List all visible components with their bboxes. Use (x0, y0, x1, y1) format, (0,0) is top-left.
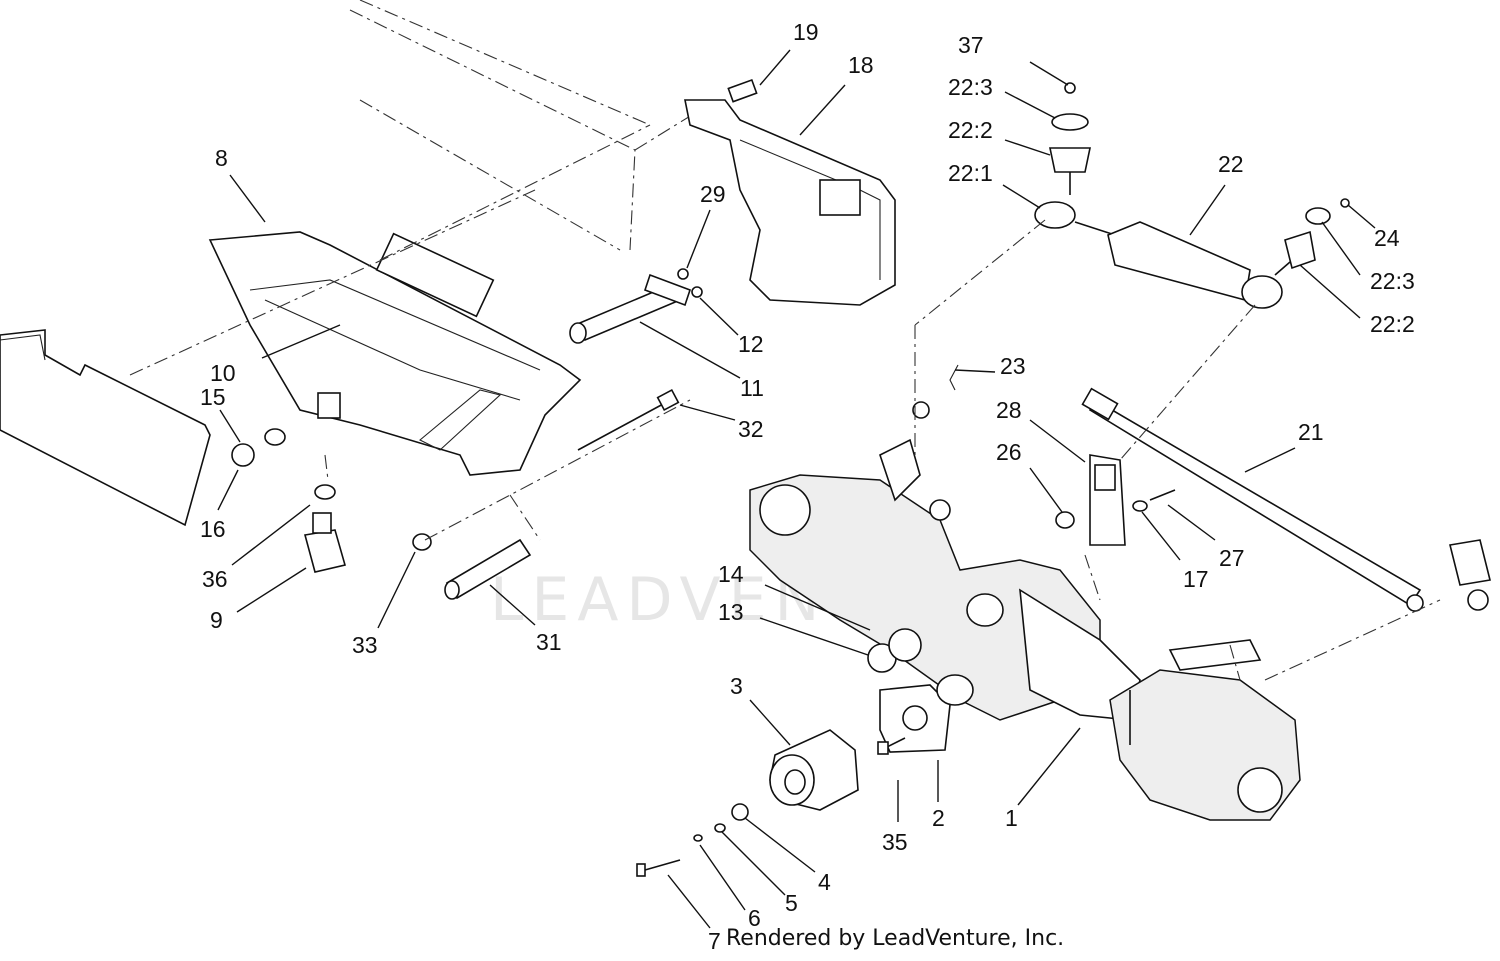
callout-8: 8 (215, 145, 228, 171)
callout-10: 10 (210, 360, 236, 386)
callout-6: 6 (748, 905, 761, 931)
seal-part-14 (888, 628, 922, 662)
footer-credit: Rendered by LeadVenture, Inc. (708, 926, 1064, 951)
callout-22-3-right: 22:3 (1370, 268, 1415, 294)
seal-part-2b (936, 674, 974, 706)
callout-22-2-right: 22:2 (1370, 311, 1415, 337)
bolt-part-7 (636, 859, 681, 877)
callout-18: 18 (848, 52, 874, 78)
bolt-part-27 (1149, 489, 1176, 501)
bolt-part-35 (877, 737, 906, 755)
frame-part-8 (208, 231, 582, 476)
callout-37: 37 (958, 32, 984, 58)
callout-9: 9 (210, 607, 223, 633)
spacer-part-9 (303, 512, 347, 573)
callout-16: 16 (200, 516, 226, 542)
bracket-part-18 (684, 99, 896, 306)
washer-part-36 (314, 484, 336, 500)
callout-21: 21 (1298, 419, 1324, 445)
footer-text: Rendered by LeadVenture, Inc. (726, 926, 1065, 951)
callout-29: 29 (700, 181, 726, 207)
callout-22-3-top: 22:3 (948, 74, 993, 100)
tie-rod-part-21 (1081, 387, 1491, 612)
callout-12: 12 (738, 331, 764, 357)
fitting-part-29 (677, 268, 689, 280)
callout-35: 35 (882, 829, 908, 855)
callout-36: 36 (202, 566, 228, 592)
callout-15: 15 (200, 384, 226, 410)
callout-22-2-top: 22:2 (948, 117, 993, 143)
callout-28: 28 (996, 397, 1022, 423)
nut-part-33 (412, 533, 432, 551)
callout-17: 17 (1183, 566, 1209, 592)
callout-26: 26 (996, 439, 1022, 465)
callout-33: 33 (352, 632, 378, 658)
assembly-dashed-lines (129, 124, 1441, 681)
sleeve-part-31 (444, 538, 532, 600)
callout-13: 13 (718, 599, 744, 625)
callout-7: 7 (708, 928, 721, 954)
bolt-part-12 (691, 286, 703, 298)
upper-panel-part (349, 0, 701, 251)
washer-part-5 (714, 823, 726, 833)
callout-14: 14 (718, 561, 744, 587)
washer-part-15 (264, 428, 286, 446)
callout-27: 27 (1219, 545, 1245, 571)
block-part-2 (879, 684, 951, 753)
nut-part-26 (1055, 511, 1075, 529)
callout-11: 11 (740, 375, 764, 401)
callout-22-1: 22:1 (948, 160, 993, 186)
callout-24: 24 (1374, 225, 1400, 251)
callout-3: 3 (730, 673, 743, 699)
nut-part-16 (231, 443, 255, 467)
axle-assembly-part-1 (749, 438, 1301, 821)
leader-lines (217, 49, 1376, 929)
roller-part-3 (769, 729, 859, 811)
shaft-part-11 (569, 273, 692, 344)
callout-4: 4 (818, 869, 831, 895)
bracket-part-28 (1089, 454, 1126, 546)
pin-part-23 (912, 364, 959, 419)
callout-19: 19 (793, 19, 819, 45)
callout-31: 31 (536, 629, 562, 655)
callout-1: 1 (1005, 805, 1018, 831)
callout-22: 22 (1218, 151, 1244, 177)
spacer-part-4 (731, 803, 749, 821)
bolt-part-32 (577, 388, 680, 451)
bolt-part-19 (727, 78, 758, 103)
washer-part-17 (1132, 500, 1148, 512)
callout-32: 32 (738, 416, 764, 442)
weight-plate-part-16 (0, 329, 211, 527)
washer-part-6 (693, 834, 703, 842)
cylinder-part-22 (1034, 82, 1350, 309)
callout-23: 23 (1000, 353, 1026, 379)
callout-2: 2 (932, 805, 945, 831)
callout-5: 5 (785, 890, 798, 916)
